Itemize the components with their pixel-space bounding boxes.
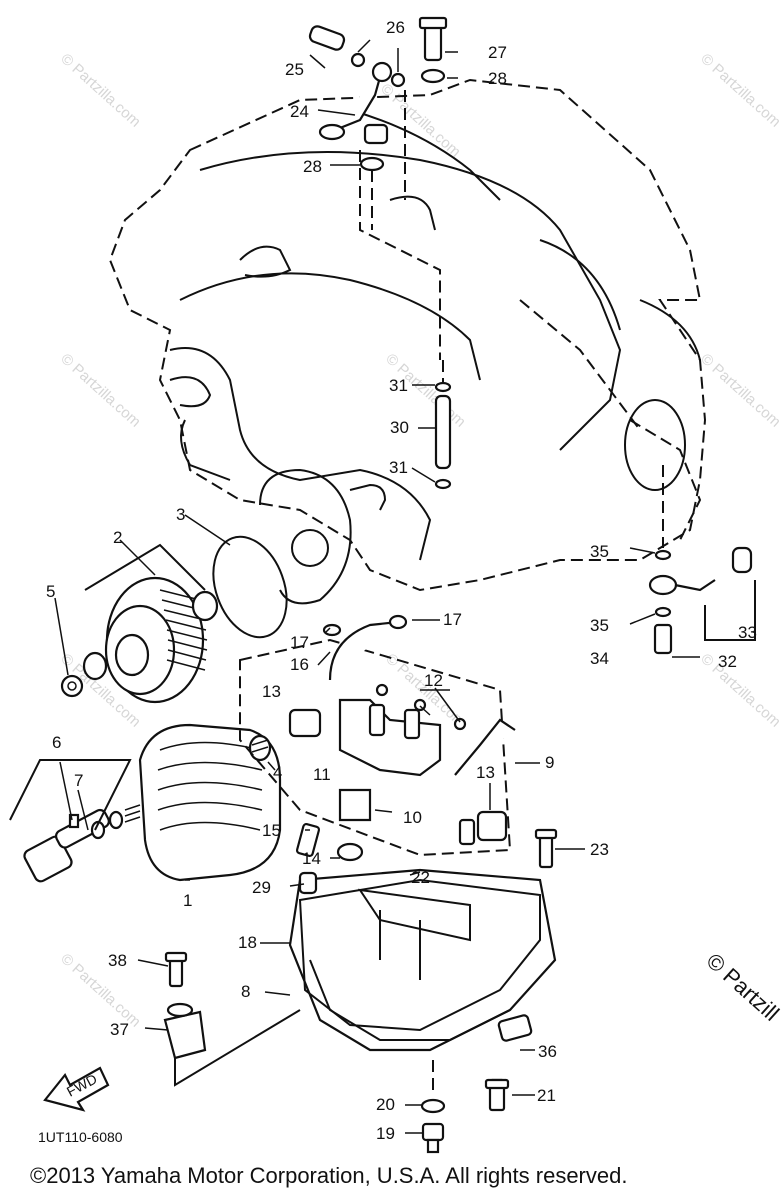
watermark: © Partzilla.com	[697, 50, 782, 130]
callout-34[interactable]: 34	[590, 649, 609, 668]
callout-23[interactable]: 23	[590, 840, 609, 859]
watermark: © Partzilla.com	[57, 350, 143, 430]
callout-1[interactable]: 1	[183, 891, 192, 910]
oil-delivery-pipe-group	[308, 16, 448, 230]
callout-9[interactable]: 9	[545, 753, 554, 772]
callout-12[interactable]: 12	[424, 671, 443, 690]
callout-2[interactable]: 2	[113, 528, 122, 547]
filter-bolt-group	[9, 759, 141, 883]
callout-18[interactable]: 18	[238, 933, 257, 952]
callout-6[interactable]: 6	[52, 733, 61, 752]
callout-33[interactable]: 33	[738, 623, 757, 642]
callout-13b[interactable]: 13	[476, 763, 495, 782]
callout-29[interactable]: 29	[252, 878, 271, 897]
watermark: © Partzilla.com	[57, 950, 143, 1030]
callout-14[interactable]: 14	[302, 849, 321, 868]
callout-4[interactable]: 4	[273, 763, 282, 782]
callout-22[interactable]: 22	[411, 868, 430, 887]
callout-28[interactable]: 28	[488, 69, 507, 88]
diagram-code: 1UT110-6080	[38, 1129, 123, 1145]
callout-38[interactable]: 38	[108, 951, 127, 970]
filter-cover	[138, 723, 282, 882]
oil-filter-element	[60, 535, 288, 704]
callout-37[interactable]: 37	[110, 1020, 129, 1039]
callout-11[interactable]: 11	[313, 765, 331, 784]
callout-30[interactable]: 30	[390, 418, 409, 437]
callout-7[interactable]: 7	[74, 771, 83, 790]
callout-3[interactable]: 3	[176, 505, 185, 524]
oil-strainer-group	[239, 614, 516, 862]
callout-21[interactable]: 21	[537, 1086, 556, 1105]
callout-10[interactable]: 10	[403, 808, 422, 827]
callout-17[interactable]: 17	[290, 633, 309, 652]
callout-15[interactable]: 15	[262, 821, 281, 840]
callout-31b[interactable]: 31	[389, 458, 408, 477]
callout-35[interactable]: 35	[590, 542, 609, 561]
callout-24[interactable]: 24	[290, 102, 309, 121]
corner-watermark: © Partzill	[702, 948, 782, 1026]
copyright-notice: ©2013 Yamaha Motor Corporation, U.S.A. A…	[30, 1163, 628, 1188]
callout-31[interactable]: 31	[389, 376, 408, 395]
callout-17b[interactable]: 17	[443, 610, 462, 629]
callout-32[interactable]: 32	[718, 652, 737, 671]
callout-35b[interactable]: 35	[590, 616, 609, 635]
callout-8[interactable]: 8	[241, 982, 250, 1001]
leader-lines	[54, 39, 700, 1134]
callout-25[interactable]: 25	[285, 60, 304, 79]
callout-5[interactable]: 5	[46, 582, 55, 601]
oil-pipe-30	[434, 360, 452, 490]
oil-switch-group	[648, 465, 756, 655]
callout-labels: 1 2 3 4 5 6 7 8 9 10 11 12 13 13 14 15 1…	[46, 18, 757, 1143]
drain-hardware	[163, 828, 558, 1154]
callout-26[interactable]: 26	[386, 18, 405, 37]
callout-28b[interactable]: 28	[303, 157, 322, 176]
watermark: © Partzilla.com	[377, 80, 463, 160]
engine-crankcase	[108, 78, 707, 605]
front-direction-arrow: FWD	[43, 1066, 110, 1112]
callout-20[interactable]: 20	[376, 1095, 395, 1114]
callout-36[interactable]: 36	[538, 1042, 557, 1061]
callout-19[interactable]: 19	[376, 1124, 395, 1143]
watermark: © Partzilla.com	[697, 350, 782, 430]
watermark: © Partzilla.com	[697, 650, 782, 730]
watermark: © Partzilla.com	[57, 50, 143, 130]
callout-27[interactable]: 27	[488, 43, 507, 62]
callout-16[interactable]: 16	[290, 655, 309, 674]
callout-13[interactable]: 13	[262, 682, 281, 701]
oil-pan	[288, 868, 557, 1052]
